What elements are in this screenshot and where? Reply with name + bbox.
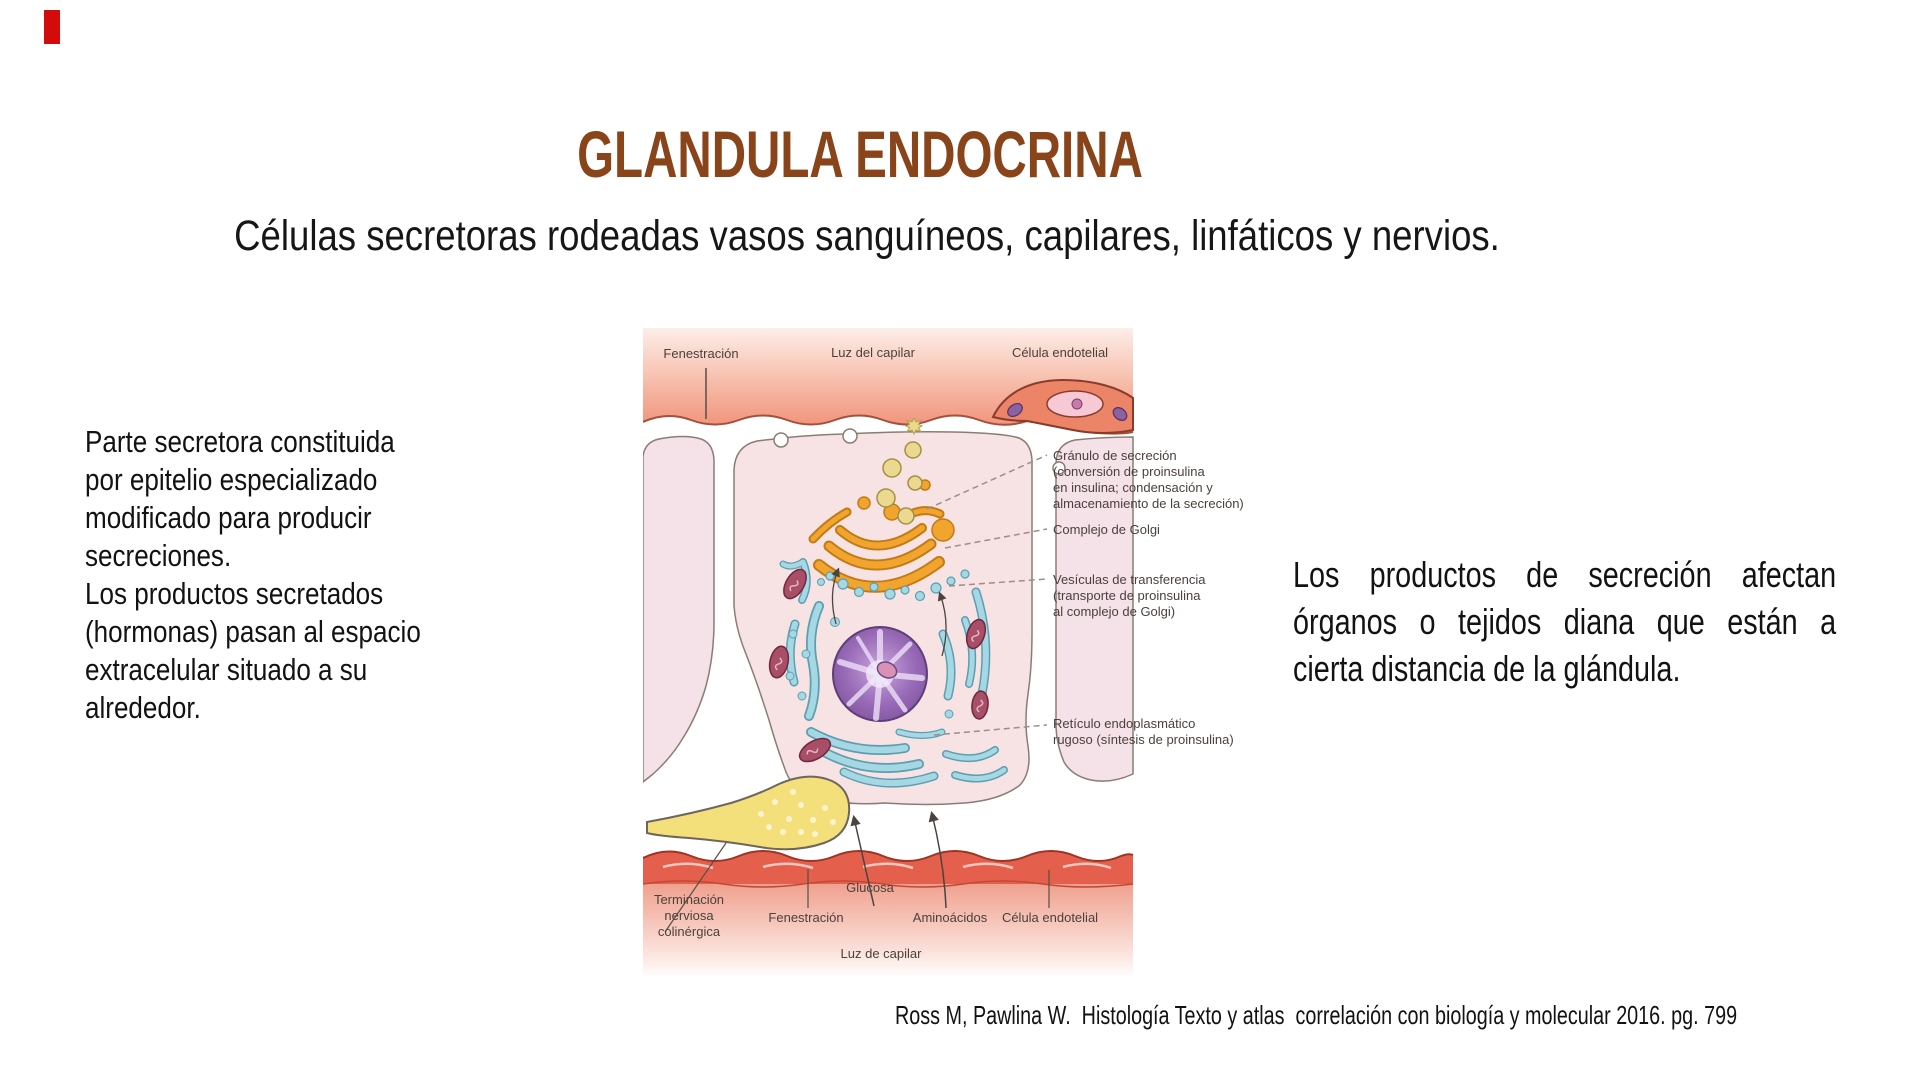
right-paragraph: Los productos de secreción afectan órgan… bbox=[1293, 551, 1836, 692]
label-luz-de-capilar: Luz de capilar bbox=[840, 946, 922, 961]
citation: Ross M, Pawlina W. Histología Texto y at… bbox=[895, 1000, 1738, 1030]
label-complejo-de-golgi: Complejo de Golgi bbox=[1053, 522, 1160, 537]
transfer-vesicles bbox=[825, 569, 970, 602]
label-granulo-de-secrecion: Gránulo de secreción (conversión de proi… bbox=[1053, 448, 1244, 511]
right-paragraph-line: órganos o tejidos diana que están a bbox=[1293, 601, 1837, 642]
mitochondria bbox=[768, 568, 989, 763]
rough-er bbox=[779, 558, 1008, 788]
endocrine-cell-diagram: Fenestración Luz del capilar Célula endo… bbox=[643, 322, 1263, 982]
label-fenestracion-bottom: Fenestración bbox=[768, 910, 844, 925]
nucleus bbox=[832, 626, 928, 722]
secretion-granules bbox=[876, 441, 923, 525]
leader-lines bbox=[926, 454, 1048, 736]
uptake-arrows bbox=[850, 810, 947, 909]
right-cell bbox=[1055, 436, 1134, 782]
page-title: GLANDULA ENDOCRINA bbox=[577, 117, 1143, 191]
right-paragraph-line: Los productos de secreción afectan bbox=[1293, 554, 1837, 595]
left-cell bbox=[643, 435, 715, 783]
cholinergic-nerve-terminal bbox=[646, 775, 851, 851]
exocytosis-burst bbox=[904, 416, 924, 436]
glucosa-arrow bbox=[850, 814, 875, 907]
transport-arrows bbox=[831, 567, 947, 657]
label-celula-endotelial-bottom: Célula endotelial bbox=[1001, 910, 1099, 925]
label-celula-endotelial-top: Célula endotelial bbox=[1011, 345, 1109, 360]
capillary-top bbox=[643, 328, 1134, 435]
label-fenestracion-top: Fenestración bbox=[663, 346, 739, 361]
label-aminoacidos: Aminoácidos bbox=[912, 910, 988, 925]
label-reticulo-endoplasmatico: Retículo endoplasmático rugoso (síntesis… bbox=[1053, 716, 1234, 747]
label-luz-del-capilar: Luz del capilar bbox=[831, 345, 915, 360]
subtitle: Células secretoras rodeadas vasos sanguí… bbox=[234, 212, 1500, 260]
aminoacidos-arrow bbox=[928, 810, 947, 909]
nucleolus bbox=[876, 661, 898, 679]
diagram-artwork bbox=[643, 328, 1134, 978]
pointer-lines bbox=[664, 842, 1050, 933]
accent-bar bbox=[44, 10, 60, 44]
left-paragraph: Parte secretora constituida por epitelio… bbox=[85, 424, 421, 725]
label-terminacion-nerviosa: Terminación nerviosa colinérgica bbox=[653, 892, 725, 939]
label-glucosa: Glucosa bbox=[846, 880, 894, 895]
capillary-bottom bbox=[643, 850, 1134, 978]
label-vesiculas-de-transferencia: Vesículas de transferencia (transporte d… bbox=[1053, 572, 1206, 619]
right-paragraph-line: cierta distancia de la glándula. bbox=[1293, 648, 1681, 689]
